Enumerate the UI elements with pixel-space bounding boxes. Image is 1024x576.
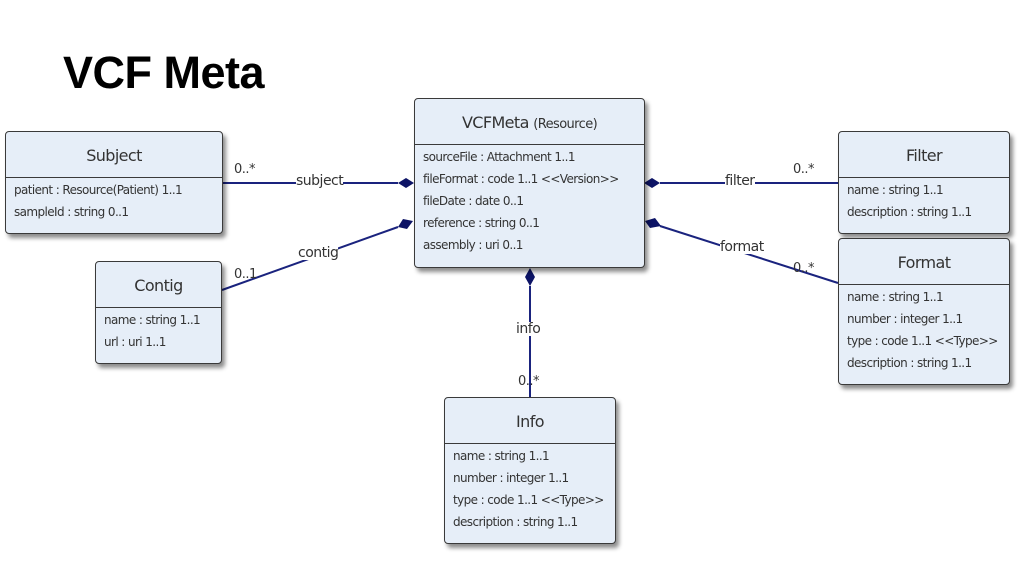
- filter-attribute: description : string 1..1: [847, 205, 972, 219]
- filter-composition-diamond: [644, 178, 660, 188]
- contig-role-label: contig: [298, 245, 339, 261]
- contig-class-header: Contig: [96, 262, 221, 308]
- filter-class-name: Filter: [905, 146, 943, 165]
- contig-composition-diamond: [398, 219, 413, 229]
- vcfmeta-class-name: VCFMeta: [461, 113, 529, 132]
- info-class-box: Info name : string 1..1 number : integer…: [444, 397, 616, 544]
- format-attribute: name : string 1..1: [847, 290, 944, 304]
- vcfmeta-attribute: reference : string 0..1: [423, 216, 540, 230]
- format-multiplicity: 0..*: [793, 261, 815, 276]
- subject-class-header: Subject: [6, 132, 222, 178]
- subject-role-label: subject: [296, 173, 344, 189]
- format-attribute: description : string 1..1: [847, 356, 972, 370]
- subject-attribute: sampleId : string 0..1: [14, 205, 129, 219]
- info-role-label: info: [516, 321, 541, 337]
- info-composition-diamond: [525, 268, 535, 286]
- contig-class-name: Contig: [134, 276, 183, 295]
- info-attribute: type : code 1..1 <<Type>>: [453, 493, 604, 507]
- format-class-name: Format: [897, 253, 951, 272]
- contig-class-box: Contig name : string 1..1 url : uri 1..1: [95, 261, 222, 364]
- filter-role-label: filter: [725, 173, 755, 189]
- filter-multiplicity: 0..*: [793, 162, 815, 177]
- subject-class-name: Subject: [86, 146, 142, 165]
- vcfmeta-class-box: VCFMeta (Resource) sourceFile : Attachme…: [414, 98, 645, 268]
- info-class-header: Info: [445, 398, 615, 444]
- subject-attributes: patient : Resource(Patient) 1..1 sampleI…: [6, 178, 222, 223]
- contig-attributes: name : string 1..1 url : uri 1..1: [96, 308, 221, 353]
- format-attribute: type : code 1..1 <<Type>>: [847, 334, 998, 348]
- subject-multiplicity: 0..*: [234, 162, 256, 177]
- filter-class-box: Filter name : string 1..1 description : …: [838, 131, 1010, 234]
- vcfmeta-attributes: sourceFile : Attachment 1..1 fileFormat …: [415, 145, 644, 256]
- info-attributes: name : string 1..1 number : integer 1..1…: [445, 444, 615, 533]
- format-attribute: number : integer 1..1: [847, 312, 963, 326]
- vcfmeta-class-header: VCFMeta (Resource): [415, 99, 644, 145]
- vcfmeta-attribute: sourceFile : Attachment 1..1: [423, 150, 575, 164]
- format-composition-diamond: [645, 218, 661, 228]
- info-attribute: number : integer 1..1: [453, 471, 569, 485]
- info-attribute: name : string 1..1: [453, 449, 550, 463]
- contig-multiplicity: 0..1: [234, 267, 257, 282]
- contig-attribute: name : string 1..1: [104, 313, 201, 327]
- vcfmeta-attribute: fileDate : date 0..1: [423, 194, 524, 208]
- filter-class-header: Filter: [839, 132, 1009, 178]
- slide-title: VCF Meta: [63, 47, 265, 98]
- filter-attributes: name : string 1..1 description : string …: [839, 178, 1009, 223]
- info-class-name: Info: [516, 412, 544, 431]
- subject-composition-diamond: [398, 178, 414, 188]
- info-attribute: description : string 1..1: [453, 515, 578, 529]
- subject-attribute: patient : Resource(Patient) 1..1: [14, 183, 183, 197]
- format-association-line: [659, 225, 839, 284]
- contig-attribute: url : uri 1..1: [104, 335, 166, 349]
- filter-attribute: name : string 1..1: [847, 183, 944, 197]
- vcfmeta-stereotype: (Resource): [533, 117, 598, 132]
- vcfmeta-attribute: assembly : uri 0..1: [423, 238, 523, 252]
- format-class-box: Format name : string 1..1 number : integ…: [838, 238, 1010, 385]
- vcfmeta-attribute: fileFormat : code 1..1 <<Version>>: [423, 172, 619, 186]
- subject-class-box: Subject patient : Resource(Patient) 1..1…: [5, 131, 223, 234]
- format-class-header: Format: [839, 239, 1009, 285]
- format-attributes: name : string 1..1 number : integer 1..1…: [839, 285, 1009, 374]
- format-role-label: format: [720, 239, 764, 255]
- info-multiplicity: 0..*: [518, 374, 540, 389]
